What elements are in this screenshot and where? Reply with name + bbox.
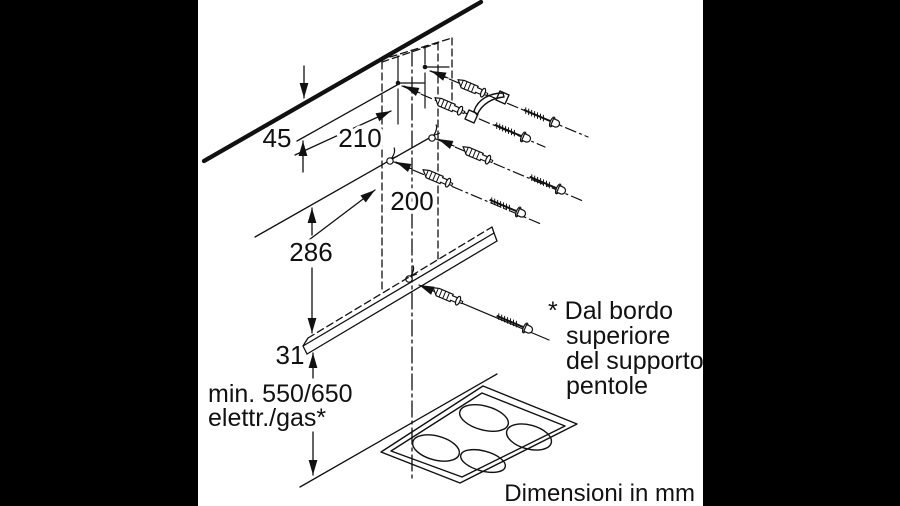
burner: [411, 434, 461, 462]
footnote-line: superiore: [566, 322, 670, 350]
cooktop-level-line: [299, 373, 498, 488]
dimension-min-height: min. 550/650 elettr./gas*: [208, 380, 353, 476]
dim-200-label: 200: [390, 186, 433, 216]
upper-holes-reference-line: [296, 84, 398, 142]
footnote: * Dal bordo superiore del supporto pento…: [548, 297, 704, 400]
dim-45-label: 45: [263, 123, 292, 153]
mid-holes-reference-line: [254, 136, 432, 238]
dim-210-label: 210: [338, 123, 381, 153]
mounting-bracket-icon: [464, 90, 510, 124]
hole-position-lines: [397, 45, 450, 125]
footnote-line: * Dal bordo: [548, 297, 673, 325]
min-height-label-line1: min. 550/650: [208, 380, 353, 408]
dimension-31: 31: [272, 337, 318, 379]
dim-286-label: 286: [289, 237, 332, 267]
ceiling-line: [201, 0, 484, 164]
units-caption: Dimensioni in mm: [504, 480, 695, 506]
insertion-arrows: [395, 70, 455, 173]
drill-hole-icon: [395, 80, 401, 86]
min-height-label-line2: elettr./gas*: [208, 404, 326, 432]
dimension-210: 210: [294, 110, 392, 157]
burner: [505, 423, 553, 451]
burner: [458, 404, 510, 432]
dim-31-label: 31: [276, 340, 305, 370]
burner: [459, 448, 507, 474]
drill-hole-icon: [422, 64, 428, 70]
footnote-line: pentole: [566, 372, 648, 400]
footnote-line: del supporto: [566, 347, 704, 375]
dimension-200: 200: [296, 183, 437, 250]
dimension-45: 45: [259, 65, 309, 173]
mounting-rail: [302, 226, 498, 355]
dimension-286: 286: [286, 207, 336, 334]
cooktop: [380, 385, 578, 484]
diagram-panel: [198, 0, 703, 506]
